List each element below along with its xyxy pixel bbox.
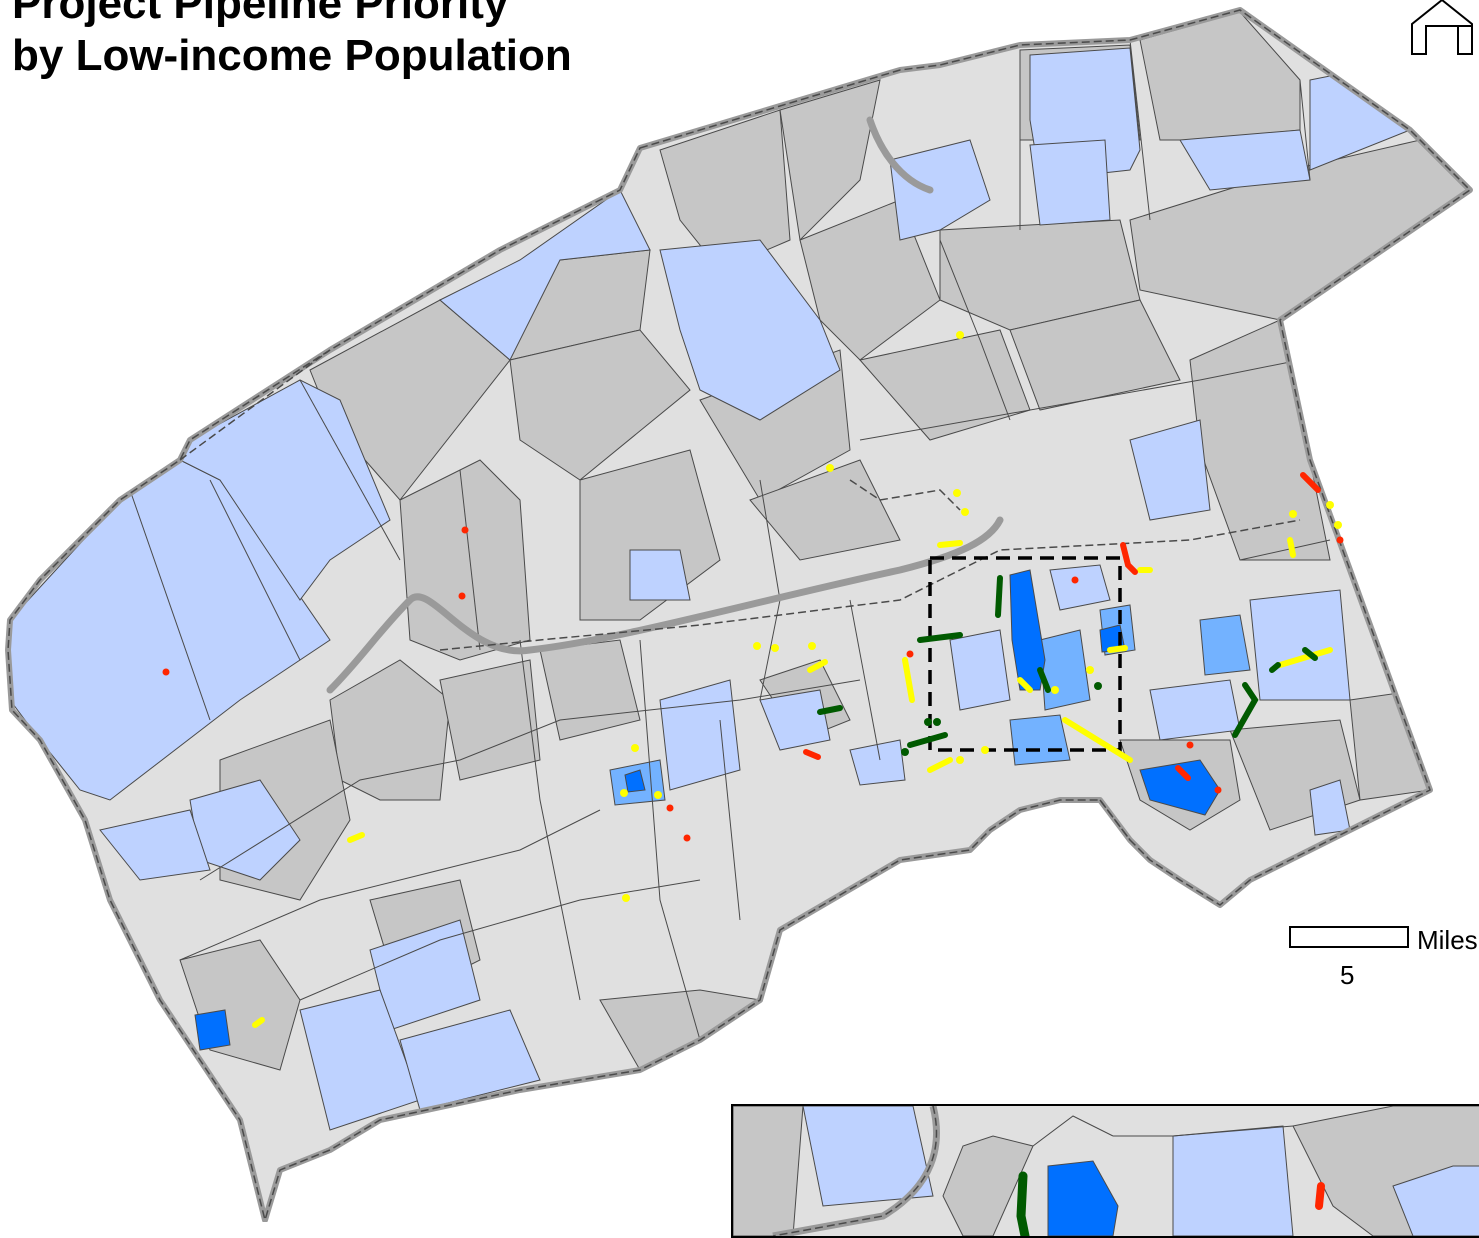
region[interactable] <box>1349 689 1431 801</box>
river <box>326 116 1004 694</box>
region-low-income[interactable] <box>889 139 991 241</box>
project-segment <box>1269 662 1281 673</box>
region-high[interactable] <box>624 769 646 793</box>
map-title: Project Pipeline Priority by Low-income … <box>12 0 572 82</box>
projects-high-points <box>901 682 1102 756</box>
region[interactable] <box>749 459 901 561</box>
project-segment <box>995 575 1003 618</box>
project-segment <box>1232 682 1259 738</box>
project-segment <box>1017 677 1033 693</box>
project-segment <box>1277 647 1333 668</box>
project-segment <box>927 757 953 773</box>
project-segment <box>1037 667 1051 693</box>
region[interactable] <box>399 459 531 661</box>
project-segment <box>252 1017 265 1028</box>
project-segment <box>1175 765 1191 781</box>
region[interactable] <box>509 329 691 481</box>
scale-bar-box <box>1289 926 1409 948</box>
project-segment <box>902 657 915 703</box>
project-segment <box>803 749 821 760</box>
projects-low <box>803 472 1321 781</box>
project-segment <box>807 659 828 673</box>
region-low-income[interactable] <box>439 189 651 361</box>
map-title-line-1: Project Pipeline Priority <box>12 0 509 28</box>
region-low-income[interactable] <box>949 629 1011 711</box>
project-segment <box>1107 645 1128 653</box>
map-title-line-2: by Low-income Population <box>12 31 572 80</box>
region-high[interactable] <box>194 1009 231 1051</box>
region[interactable] <box>799 199 941 361</box>
project-segment <box>817 705 843 715</box>
projects-high <box>817 575 1318 748</box>
county-outline <box>5 7 1473 1222</box>
project-segment <box>907 732 948 748</box>
region-low-income[interactable] <box>1129 419 1211 521</box>
region-low-income[interactable] <box>1249 589 1351 701</box>
region-low-income[interactable] <box>179 379 391 601</box>
region[interactable] <box>1009 299 1181 411</box>
project-segment <box>1302 647 1318 661</box>
project-segment <box>347 832 365 843</box>
scale-bar-unit: Miles <box>1417 925 1478 955</box>
project-segment <box>917 632 963 643</box>
region[interactable] <box>779 79 881 242</box>
north-arrow-icon <box>1411 0 1473 55</box>
region[interactable] <box>439 659 541 781</box>
projects-medium <box>252 537 1333 1028</box>
region-low-income[interactable] <box>1049 564 1111 611</box>
major-boundary <box>179 349 1301 841</box>
region-low-income[interactable] <box>849 739 906 786</box>
inset-map-canvas <box>733 1106 1479 1236</box>
inset-map[interactable] <box>731 1104 1479 1238</box>
region-low-income[interactable] <box>1149 679 1241 741</box>
region-low-income[interactable] <box>629 549 691 601</box>
region-medium[interactable] <box>1199 614 1251 676</box>
projects-medium-points <box>620 331 1342 902</box>
study-area-box[interactable] <box>928 556 1122 752</box>
region-low-income[interactable] <box>99 809 211 881</box>
region-low-income[interactable] <box>1029 139 1111 226</box>
region-low-income[interactable] <box>659 239 841 421</box>
scale-bar: Miles <box>1289 925 1478 955</box>
region-low-income[interactable] <box>659 679 741 791</box>
region-low-income[interactable] <box>399 1009 541 1111</box>
region-high[interactable] <box>1009 569 1046 691</box>
project-segment <box>1062 717 1133 763</box>
projects-low-points <box>162 526 1344 842</box>
project-segment <box>937 540 963 548</box>
municipality-regions <box>9 11 1470 1131</box>
project-segment <box>1120 542 1138 575</box>
region-low-income[interactable] <box>759 689 831 751</box>
region-medium[interactable] <box>1009 714 1071 766</box>
region-high[interactable] <box>1139 759 1221 816</box>
project-segment <box>1300 472 1321 493</box>
scale-bar-value: 5 <box>1340 960 1355 990</box>
project-segment <box>1287 537 1296 558</box>
